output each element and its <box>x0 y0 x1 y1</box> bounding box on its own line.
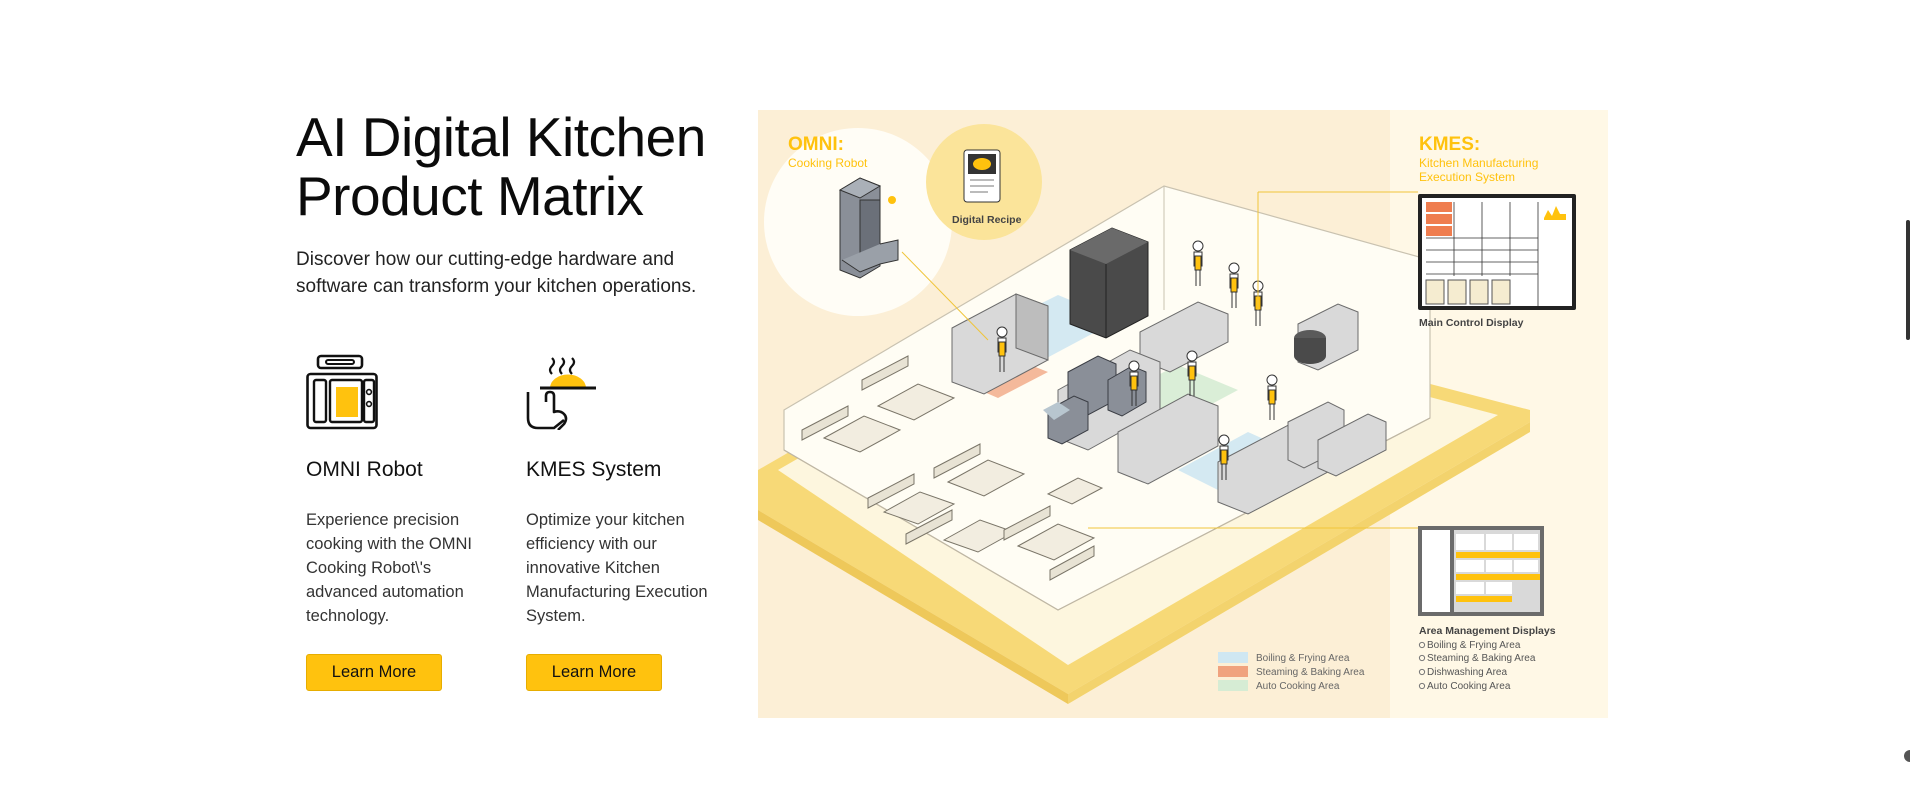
zone-legend: Boiling & Frying Area Steaming & Baking … <box>1218 652 1365 692</box>
kmes-heading: KMES: <box>1419 134 1480 155</box>
legend-label: Auto Cooking Area <box>1256 681 1340 692</box>
hero-section: AI Digital Kitchen Product Matrix Discov… <box>296 108 756 300</box>
card-description: Experience precision cooking with the OM… <box>306 511 472 625</box>
area-list-item: Auto Cooking Area <box>1427 681 1511 692</box>
kmes-subheading-2: Execution System <box>1419 170 1515 184</box>
card-title: OMNI Robot <box>306 458 423 481</box>
area-list-item: Dishwashing Area <box>1427 667 1507 678</box>
area-management-display <box>1418 526 1544 616</box>
kitchen-illustration: OMNI: Cooking Robot Digital Recipe KMES:… <box>758 110 1608 718</box>
serving-hand-icon <box>526 357 596 430</box>
page-title: AI Digital Kitchen Product Matrix <box>296 108 756 226</box>
omni-subheading: Cooking Robot <box>788 156 868 170</box>
chat-widget-edge[interactable] <box>1904 750 1910 762</box>
omni-robot-illustration <box>838 177 899 279</box>
kmes-learn-more-button[interactable]: Learn More <box>526 654 662 691</box>
area-list-item: Steaming & Baking Area <box>1427 653 1536 664</box>
page-title-line-2: Product Matrix <box>296 165 644 227</box>
robot-cabinet-icon <box>306 354 378 430</box>
omni-learn-more-button[interactable]: Learn More <box>306 654 442 691</box>
digital-recipe-tablet <box>963 149 1001 203</box>
page-subtitle: Discover how our cutting-edge hardware a… <box>296 249 697 297</box>
area-management-title: Area Management Displays <box>1419 625 1556 637</box>
card-description: Optimize your kitchen efficiency with ou… <box>526 511 708 625</box>
card-title: KMES System <box>526 458 662 481</box>
product-card-kmes: KMES System Optimize your kitchen effici… <box>526 354 716 628</box>
kmes-subheading-1: Kitchen Manufacturing <box>1419 156 1538 170</box>
main-control-label: Main Control Display <box>1419 317 1524 329</box>
legend-label: Steaming & Baking Area <box>1256 667 1365 678</box>
main-control-display <box>1418 194 1576 310</box>
scrollbar-handle[interactable] <box>1906 220 1910 340</box>
area-list-item: Boiling & Frying Area <box>1427 640 1521 651</box>
kitchen-diagram: OMNI: Cooking Robot Digital Recipe KMES:… <box>758 110 1608 718</box>
product-card-omni: OMNI Robot Experience precision cooking … <box>306 354 496 628</box>
page-title-line-1: AI Digital Kitchen <box>296 106 706 168</box>
legend-label: Boiling & Frying Area <box>1256 653 1350 664</box>
omni-heading: OMNI: <box>788 134 844 155</box>
digital-recipe-label: Digital Recipe <box>952 214 1022 226</box>
